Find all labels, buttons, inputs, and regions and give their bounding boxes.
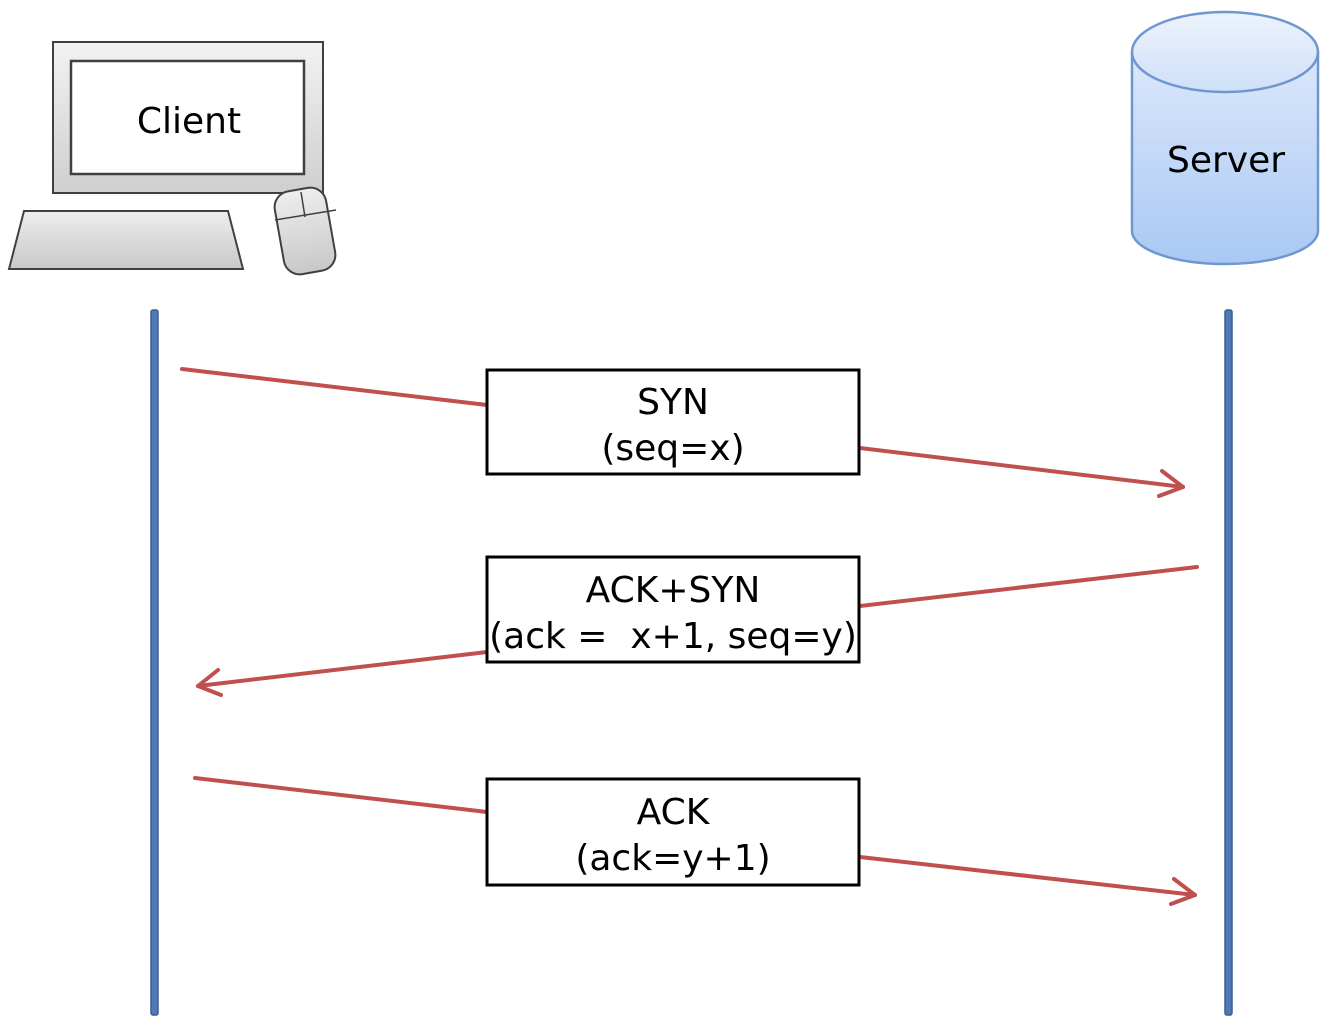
- message-box-ack: [485, 777, 861, 887]
- message-syn: SYN (seq=x): [180, 367, 1185, 498]
- arrow-syn-right-segment: [858, 446, 1185, 489]
- server-lifeline: [1224, 309, 1233, 1016]
- message-syn-line1: SYN: [637, 382, 709, 423]
- arrowhead-right-icon: [1169, 877, 1197, 906]
- server-cylinder-top: [1130, 10, 1320, 94]
- arrow-ack-left-segment: [193, 776, 489, 814]
- arrowhead-left-icon: [196, 668, 223, 697]
- server-database-icon: Server: [1130, 10, 1320, 266]
- client-label: Client: [137, 101, 241, 142]
- message-ack-syn-line2: (ack = x+1, seq=y): [489, 616, 857, 657]
- message-box-syn: [485, 368, 861, 476]
- server-cylinder-body: [1130, 52, 1320, 266]
- monitor-screen: [69, 59, 306, 176]
- arrow-syn-left-segment: [180, 367, 489, 407]
- server-label: Server: [1167, 140, 1285, 181]
- message-ack: ACK (ack=y+1): [193, 776, 1197, 906]
- client-computer-icon: Client: [7, 41, 337, 276]
- message-ack-syn: ACK+SYN (ack = x+1, seq=y): [196, 555, 1199, 697]
- client-lifeline: [150, 309, 159, 1016]
- keyboard-icon: [7, 210, 245, 270]
- arrow-ack-syn-right-segment: [858, 565, 1199, 608]
- arrow-ack-syn-left-segment: [196, 650, 489, 688]
- message-ack-line1: ACK: [637, 792, 711, 833]
- message-ack-syn-line1: ACK+SYN: [586, 570, 761, 611]
- message-syn-line2: (seq=x): [601, 428, 744, 469]
- message-ack-line2: (ack=y+1): [575, 838, 770, 879]
- arrow-ack-right-segment: [858, 855, 1197, 897]
- arrowhead-right-icon: [1157, 469, 1185, 498]
- mouse-icon: [273, 186, 337, 276]
- message-box-ack-syn: [485, 555, 861, 664]
